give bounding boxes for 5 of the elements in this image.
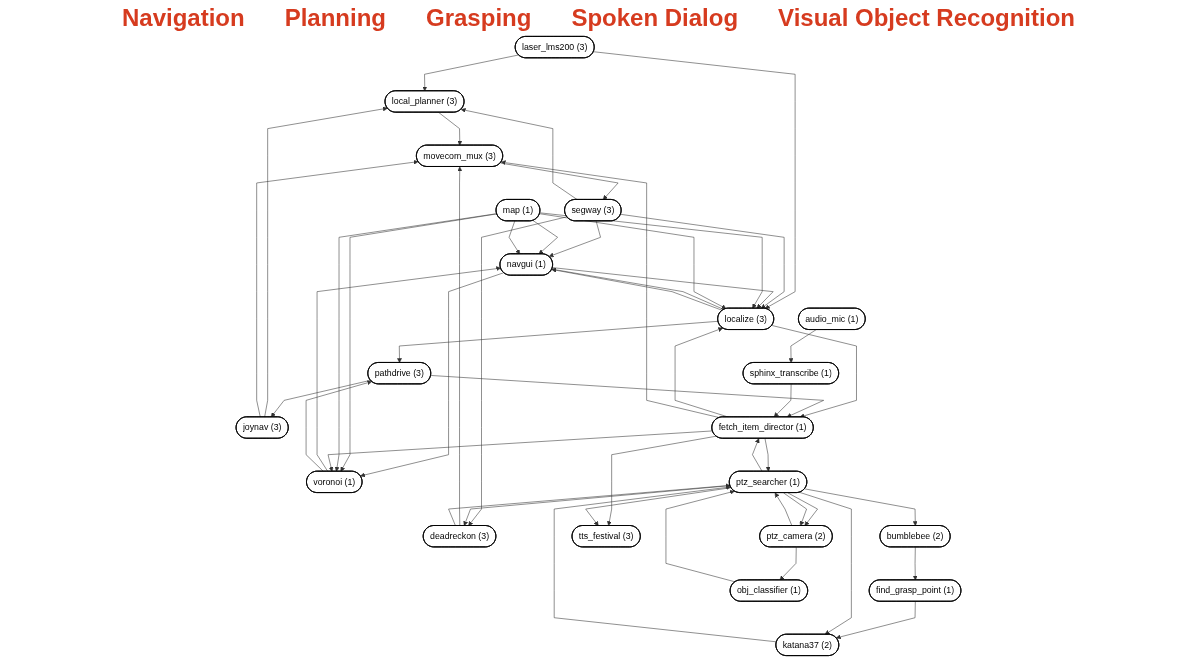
group-label: Planning [284, 4, 386, 32]
group-label: Spoken Dialog [571, 4, 739, 32]
group-label: Grasping [426, 4, 532, 32]
group-label: Navigation [122, 4, 245, 32]
group-label: Visual Object Recognition [778, 4, 1075, 32]
